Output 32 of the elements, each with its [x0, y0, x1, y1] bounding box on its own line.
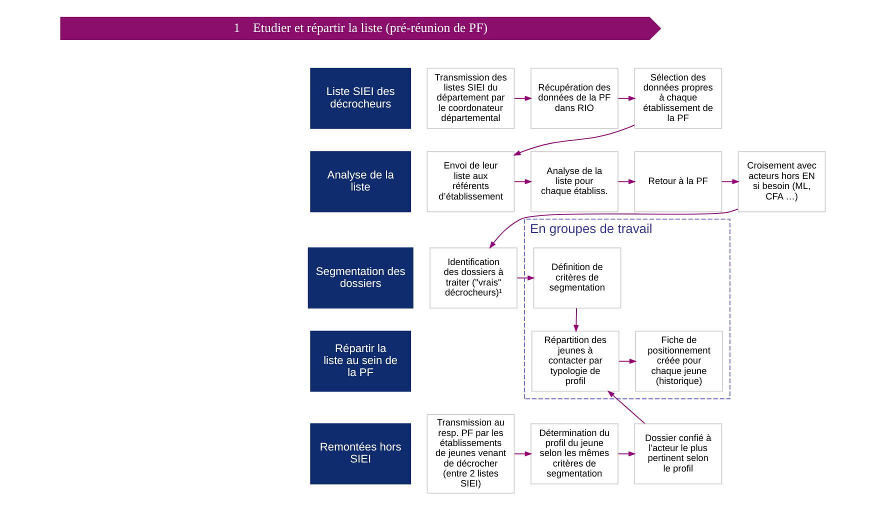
arrow: [721, 179, 740, 184]
node-box: Analyse de la liste pour chaque établiss.: [530, 151, 618, 212]
node-box: Segmentation des dossiers: [308, 247, 414, 308]
node-box: Envoi de leur liste aux référents d’établissement: [426, 151, 515, 212]
node-box: Définition de critères de segmentation: [533, 247, 622, 308]
node-box: Sélection des données propres à chaque établissement de la PF: [634, 68, 722, 129]
node-box: Liste SIEI des décrocheurs: [310, 68, 412, 129]
arrow: [514, 96, 532, 101]
node-box: Transmission des listes SIEI du département par le coordonateur départemental: [426, 68, 515, 129]
arrow: [607, 390, 646, 424]
arrow: [489, 208, 738, 249]
arrow: [618, 451, 636, 456]
arrow: [618, 179, 636, 184]
arrow: [514, 179, 532, 184]
arrow: [516, 275, 536, 281]
node-box: Détermination du profil du jeune selon les mêmes critères de segmentation: [530, 423, 618, 484]
arrow: [574, 308, 579, 332]
node-box: Répartir la liste au sein de la PF: [310, 330, 412, 392]
node-box: Transmission au resp. PF par les établissements de jeunes venant de décrocher (entre 2 listes SIEI): [426, 414, 515, 494]
arrow: [618, 96, 636, 101]
node-box: Retour à la PF: [634, 151, 722, 212]
node-box: Analyse de la liste: [310, 151, 412, 212]
node-box: Fiche de positionnement créée pour chaque jeune (historique): [635, 330, 724, 392]
node-box: Dossier confié à l'acteur le plus pertinent selon le profil: [634, 423, 722, 484]
node-box: Récupération des données de la PF dans RIO: [530, 68, 618, 129]
arrow: [514, 451, 532, 456]
node-box: Croisement avec acteurs hors EN si besoin (ML, CFA …): [738, 151, 826, 212]
node-box: Identification des dossiers à traiter ("vrais" décrocheurs)¹: [430, 247, 518, 308]
arrow: [618, 358, 637, 364]
arrow: [513, 124, 635, 156]
node-box: Remontées hors SIEI: [310, 423, 412, 484]
node-box: Répartition des jeunes à contacter par typologie de profil: [531, 330, 620, 392]
